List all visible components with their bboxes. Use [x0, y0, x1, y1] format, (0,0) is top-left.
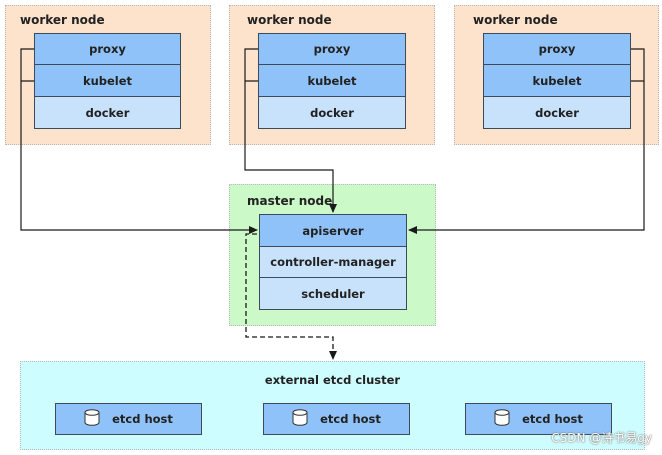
worker-node-3-title: worker node: [473, 13, 558, 27]
etcd-host-1[interactable]: etcd host: [55, 403, 202, 435]
worker-3-proxy[interactable]: proxy: [483, 33, 631, 65]
etcd-host-3[interactable]: etcd host: [465, 403, 612, 435]
worker-node-2-title: worker node: [247, 13, 332, 27]
worker-2-proxy[interactable]: proxy: [258, 33, 406, 65]
watermark: CSDN @诗书易gy: [551, 431, 652, 445]
apiserver-to-etcd-line: [245, 233, 337, 360]
database-icon: [292, 409, 308, 429]
etcd-host-1-label: etcd host: [112, 412, 173, 426]
worker-2-kubelet[interactable]: kubelet: [258, 64, 406, 97]
etcd-host-2[interactable]: etcd host: [263, 403, 410, 435]
worker-3-to-apiserver-line: [408, 48, 645, 234]
master-node-title: master node: [247, 194, 333, 208]
worker-1-docker[interactable]: docker: [34, 96, 181, 129]
worker-1-kubelet[interactable]: kubelet: [34, 64, 181, 97]
worker-3-docker[interactable]: docker: [483, 96, 631, 129]
worker-2-docker[interactable]: docker: [258, 96, 406, 129]
master-controller-manager[interactable]: controller-manager: [259, 246, 407, 278]
worker-2-to-apiserver-line: [244, 48, 337, 213]
database-icon: [494, 409, 510, 429]
database-icon: [84, 409, 100, 429]
etcd-cluster-title: external etcd cluster: [264, 373, 401, 387]
master-scheduler[interactable]: scheduler: [259, 277, 407, 310]
worker-1-to-apiserver-line: [20, 48, 258, 234]
worker-node-1-title: worker node: [20, 13, 105, 27]
etcd-host-2-label: etcd host: [320, 412, 381, 426]
etcd-host-3-label: etcd host: [522, 412, 583, 426]
master-apiserver[interactable]: apiserver: [259, 214, 407, 247]
